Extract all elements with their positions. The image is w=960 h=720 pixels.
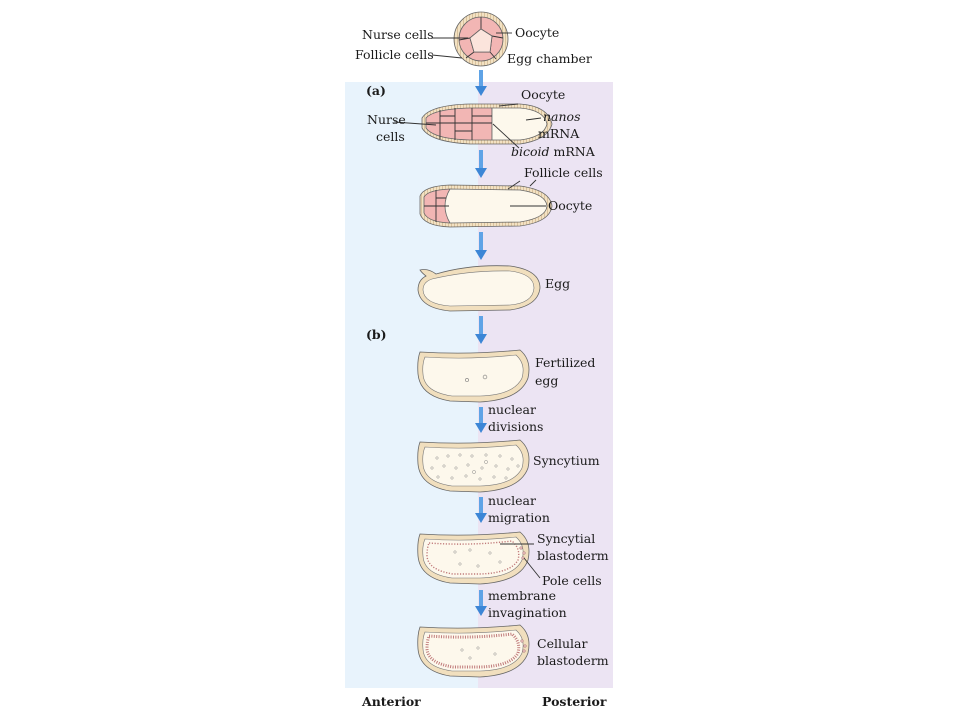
label-pole-cells: Pole cells — [542, 573, 602, 588]
panel-label-a: (a) — [366, 83, 386, 98]
label-membrane-line2: invagination — [488, 605, 567, 620]
stage-a2-figure — [419, 184, 553, 228]
label-membrane-line1: membrane — [488, 588, 556, 603]
syncytial-blastoderm-figure — [417, 531, 530, 585]
label-nuclear-divisions-line1: nuclear — [488, 402, 536, 417]
panel-label-b: (b) — [366, 327, 387, 342]
label-follicle-cells-mid: Follicle cells — [524, 165, 603, 180]
arrow-6 — [475, 497, 487, 523]
label-syncytial-line1: Syncytial — [537, 531, 595, 546]
cellular-blastoderm-figure — [417, 624, 530, 678]
label-egg: Egg — [545, 276, 570, 291]
arrow-5 — [475, 407, 487, 433]
label-fertilized-line2: egg — [535, 373, 558, 388]
egg-figure — [417, 265, 541, 312]
syncytium-figure — [417, 439, 530, 493]
label-oocyte-mid: Oocyte — [548, 198, 592, 213]
label-fertilized-line1: Fertilized — [535, 355, 595, 370]
label-bicoid-mrna: bicoid mRNA — [511, 144, 596, 159]
label-nurse-cells-a-line2: cells — [376, 129, 405, 144]
label-oocyte-top: Oocyte — [515, 25, 559, 40]
egg-chamber-figure — [453, 11, 509, 67]
label-nanos-mrna: mRNA — [538, 126, 580, 141]
arrow-7 — [475, 590, 487, 616]
label-syncytium: Syncytium — [533, 453, 600, 468]
label-egg-chamber: Egg chamber — [507, 51, 592, 66]
label-nuclear-divisions-line2: divisions — [488, 419, 543, 434]
arrow-1 — [475, 70, 487, 96]
label-nuclear-migration-line1: nuclear — [488, 493, 536, 508]
label-nuclear-migration-line2: migration — [488, 510, 550, 525]
axis-label-anterior: Anterior — [361, 694, 421, 709]
label-nurse-cells-top: Nurse cells — [362, 27, 434, 42]
label-oocyte-a: Oocyte — [521, 87, 565, 102]
arrow-4 — [475, 316, 487, 344]
arrow-2 — [475, 150, 487, 178]
label-cellular-line2: blastoderm — [537, 653, 609, 668]
arrow-3 — [475, 232, 487, 260]
label-syncytial-line2: blastoderm — [537, 548, 609, 563]
label-nurse-cells-a-line1: Nurse — [367, 112, 406, 127]
label-follicle-cells-top: Follicle cells — [355, 47, 434, 62]
stage-a1-figure — [421, 103, 553, 145]
fertilized-egg-figure — [417, 349, 530, 403]
label-cellular-line1: Cellular — [537, 636, 587, 651]
axis-label-posterior: Posterior — [542, 694, 607, 709]
label-nanos-gene: nanos — [543, 109, 581, 124]
